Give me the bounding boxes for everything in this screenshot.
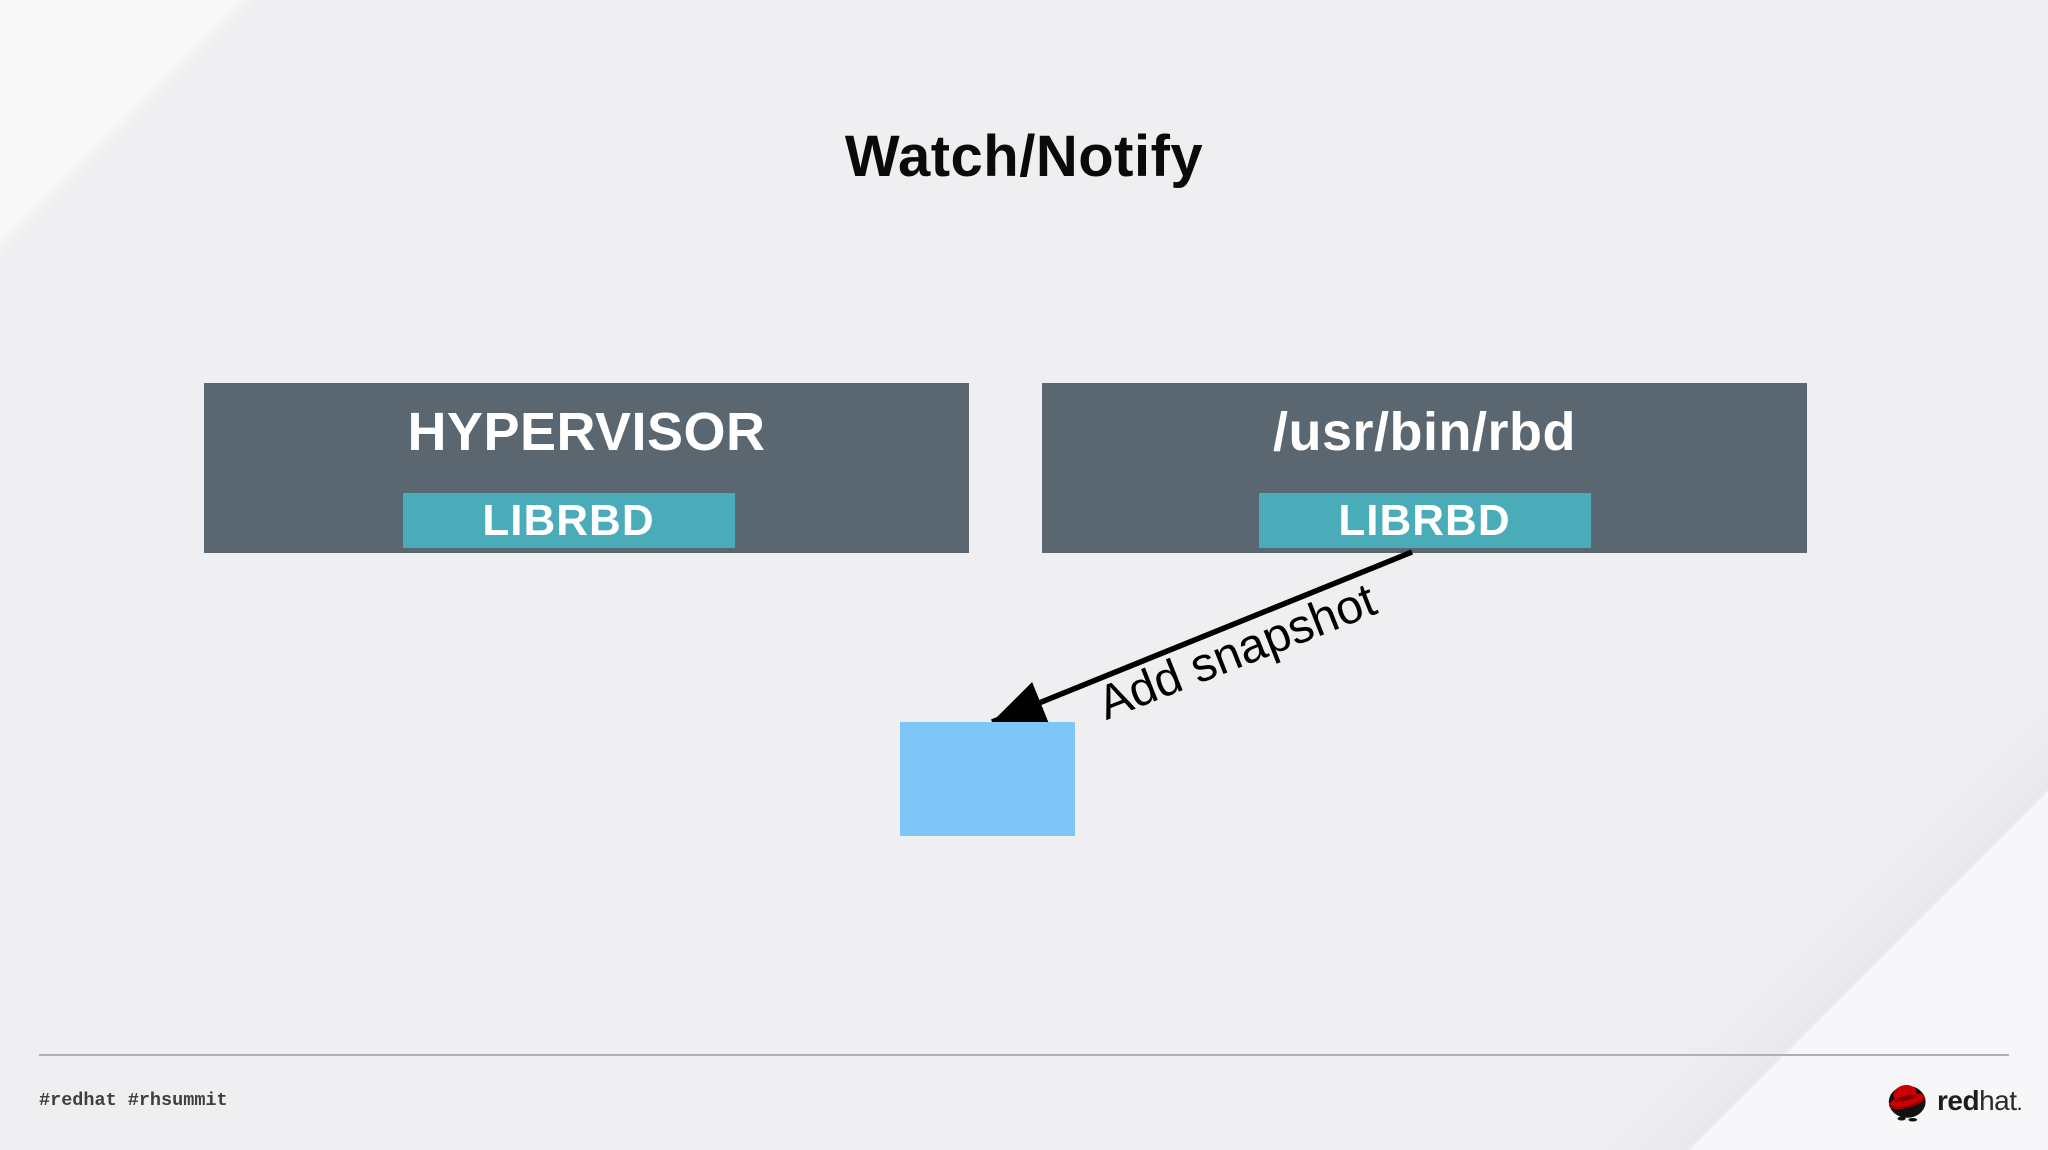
- add-snapshot-label: Add snapshot: [1090, 573, 1384, 731]
- logo-text-period: .: [2016, 1090, 2023, 1115]
- logo-text-hat: hat: [1979, 1085, 2017, 1116]
- footer-divider: [39, 1054, 2009, 1056]
- node-hypervisor-librbd-label: LIBRBD: [482, 495, 655, 545]
- node-hypervisor: HYPERVISOR LIBRBD: [204, 383, 969, 553]
- node-hypervisor-librbd-box: LIBRBD: [402, 493, 735, 548]
- slide-title: Watch/Notify: [844, 124, 1204, 189]
- logo-text-red: red: [1937, 1085, 1980, 1116]
- hashtag-rhsummit: #rhsummit: [127, 1090, 228, 1111]
- hashtag-redhat: #redhat: [39, 1090, 117, 1111]
- node-usr-bin-rbd-librbd-label: LIBRBD: [1338, 495, 1511, 545]
- node-usr-bin-rbd-librbd-box: LIBRBD: [1258, 493, 1591, 548]
- node-usr-bin-rbd-title: /usr/bin/rbd: [1273, 402, 1576, 462]
- node-hypervisor-title: HYPERVISOR: [407, 402, 766, 462]
- snapshot-object-box: [900, 722, 1075, 836]
- redhat-hat-icon: [1888, 1084, 1926, 1122]
- footer-hashtags: #redhat #rhsummit: [39, 1090, 228, 1111]
- redhat-logo-text: redhat.: [1937, 1085, 2023, 1117]
- redhat-logo: redhat.: [1884, 1080, 2023, 1122]
- node-usr-bin-rbd: /usr/bin/rbd LIBRBD: [1042, 383, 1807, 553]
